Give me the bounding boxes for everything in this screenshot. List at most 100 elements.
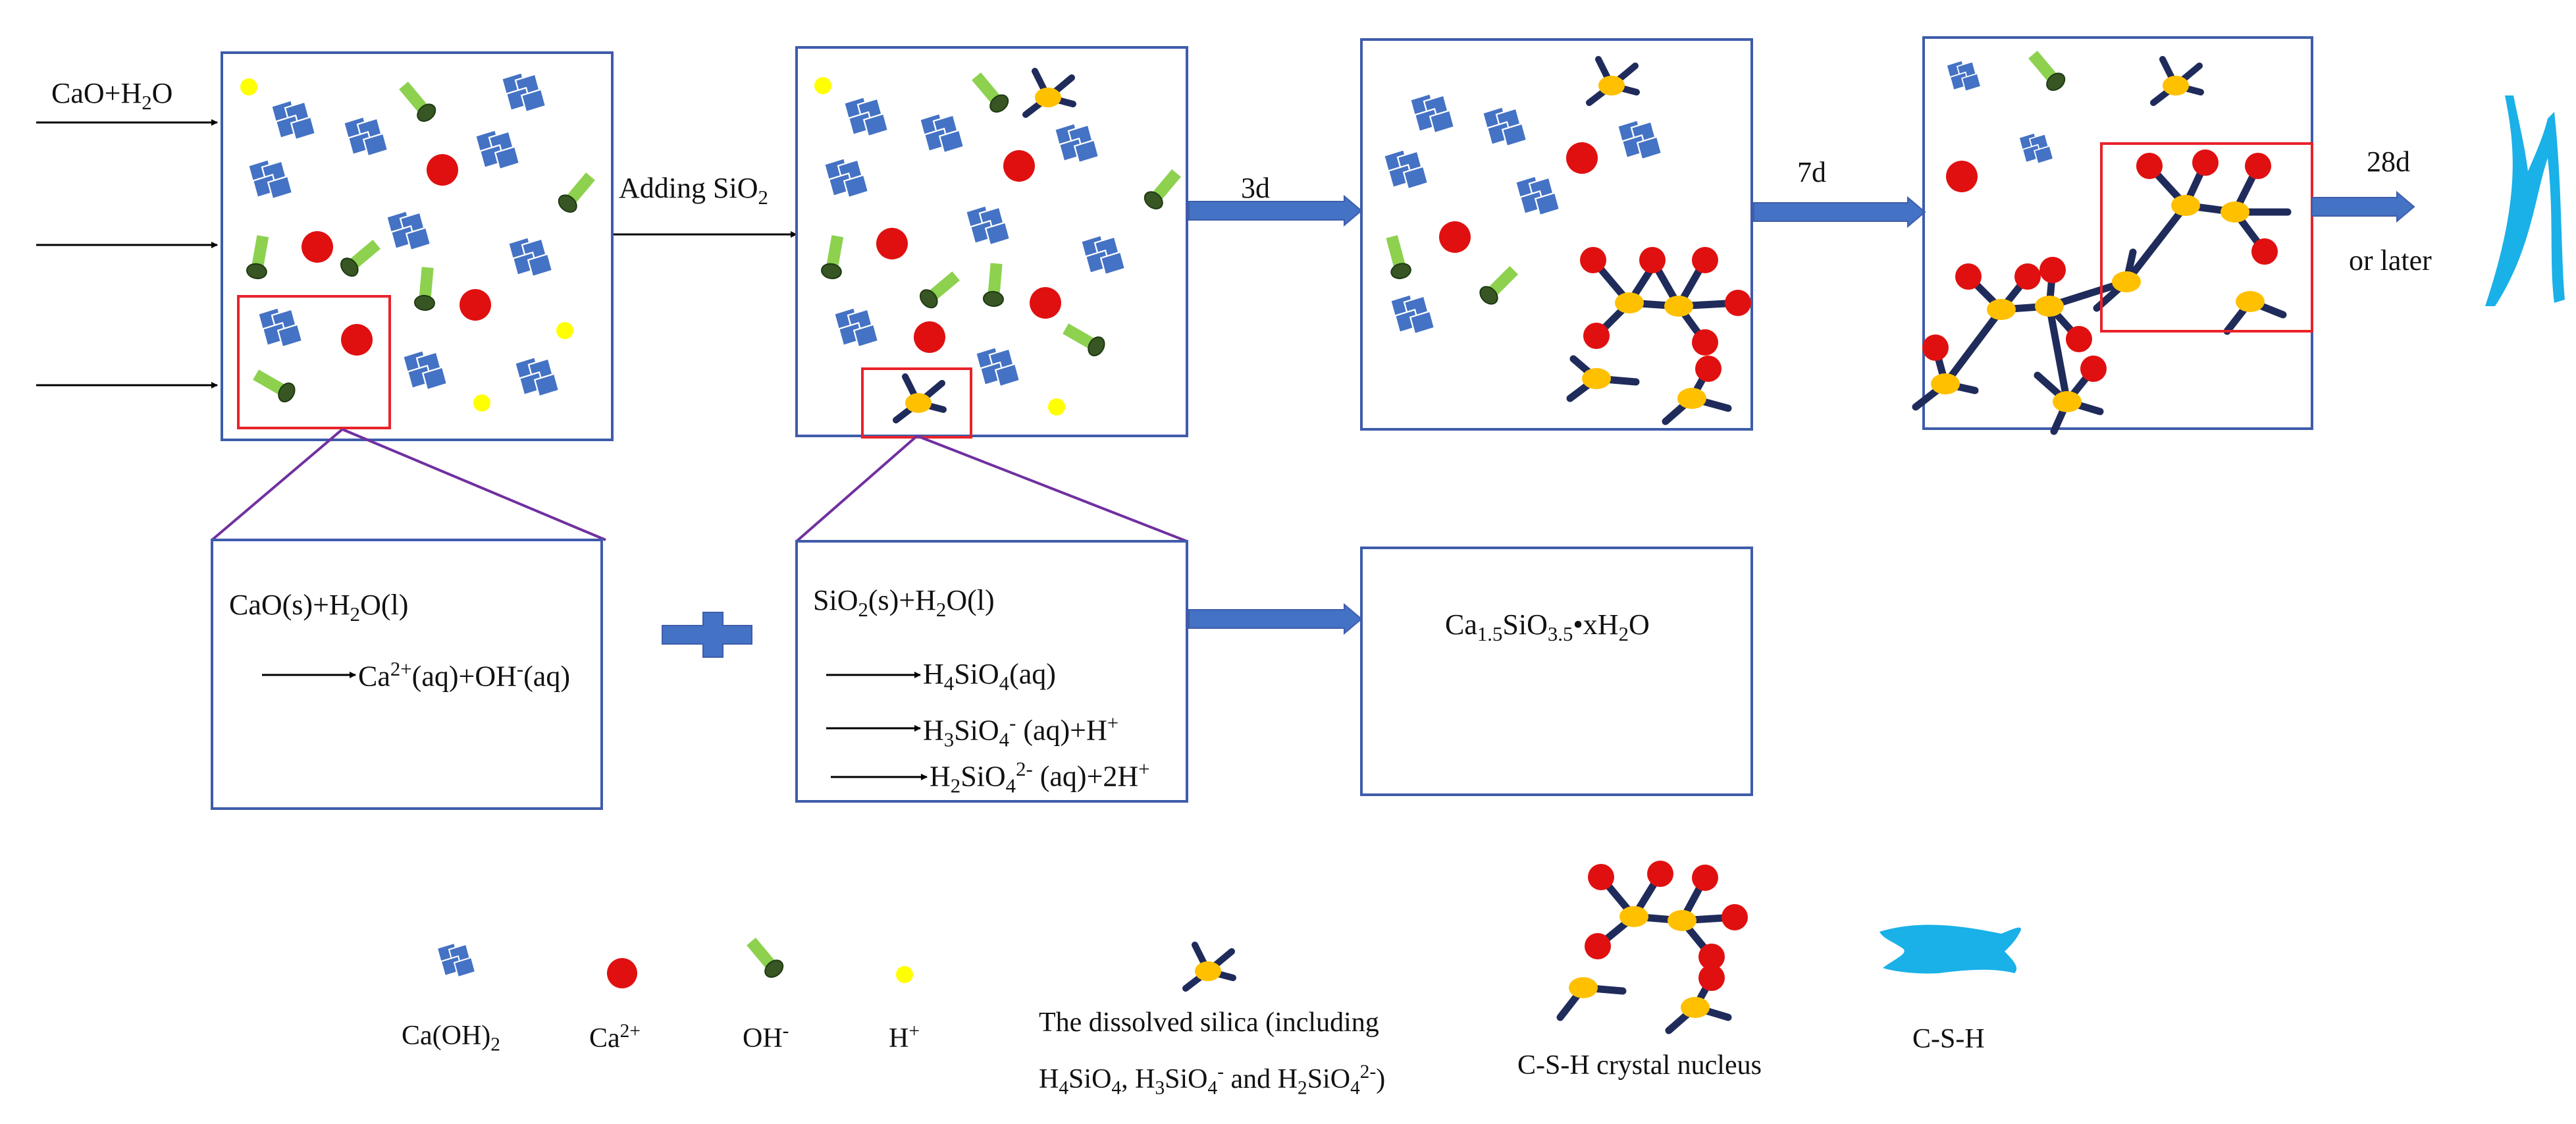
- legend-silica-line1: The dissolved silica (including: [1039, 1007, 1379, 1038]
- hydroxide-ion: [558, 173, 595, 213]
- calcium-ion: [460, 289, 491, 321]
- plus-icon: [662, 612, 752, 658]
- stage3-nucleus-center: [1677, 388, 1706, 409]
- stage3-nucleus-calcium: [1725, 290, 1751, 316]
- legend-silica-line2: H4SiO4, H3SiO4- and H2SiO42-): [1039, 1061, 1386, 1099]
- caoh2-cluster: [1482, 106, 1528, 147]
- hydroxide-ion: [253, 369, 296, 403]
- legend-silica-icon: [1186, 945, 1233, 988]
- silica-molecule: [1589, 59, 1637, 103]
- caoh2-cluster: [248, 159, 294, 200]
- calcium-ion: [1030, 287, 1061, 319]
- calcium-ion: [1439, 221, 1471, 253]
- hydroxide-ion: [1063, 323, 1105, 357]
- cao-reaction-line1: CaO(s)+H2O(l): [229, 589, 409, 626]
- step4-sublabel: or later: [2349, 244, 2432, 277]
- legend-calcium-icon: [607, 958, 637, 988]
- product-arrow: [1188, 602, 1363, 635]
- legend-h-label: H+: [889, 1021, 920, 1054]
- legend-csh-icon: [1879, 924, 2021, 974]
- stage4-nucleus-center: [2221, 201, 2249, 223]
- legend-nucleus-icon-calcium: [1692, 865, 1718, 891]
- caoh2-cluster: [501, 72, 547, 113]
- stage4-nucleus-bond: [1941, 306, 2005, 388]
- zoom-line: [211, 428, 344, 541]
- stage4-nucleus-center: [2053, 391, 2082, 412]
- legend-nucleus-icon-center: [1619, 906, 1648, 927]
- legend-hydroxide-icon: [747, 938, 784, 978]
- legend-caoh2-icon: [436, 942, 476, 978]
- stage4-nucleus-center: [2112, 271, 2141, 292]
- caoh2-cluster: [843, 96, 889, 138]
- stage1-zoom-highlight: [237, 295, 391, 429]
- stage4-nucleus-center: [1931, 373, 1960, 394]
- legend-ca-label: Ca2+: [589, 1021, 641, 1054]
- step4-arrow: [2311, 190, 2415, 223]
- stage3-nucleus-calcium: [1692, 247, 1718, 273]
- stage3-nucleus-center: [1615, 292, 1644, 313]
- stage4-nucleus-bond: [2122, 201, 2190, 286]
- legend-hydrogen-icon: [896, 966, 913, 983]
- caoh2-cluster: [386, 210, 432, 252]
- step2-label: 3d: [1241, 172, 1270, 204]
- product-box: [1360, 547, 1753, 796]
- caoh2-cluster: [508, 236, 554, 278]
- step3-arrow: [1753, 196, 1926, 228]
- step4-label: 28d: [2367, 146, 2410, 178]
- stage4-nucleus-calcium: [1922, 335, 1949, 361]
- stage4-nucleus-calcium: [2080, 356, 2107, 382]
- step3-label: 7d: [1797, 156, 1826, 188]
- calcium-ion: [1003, 150, 1035, 182]
- calcium-ion: [341, 324, 373, 356]
- hydroxide-ion: [399, 82, 436, 122]
- step2-arrow: [1188, 194, 1363, 227]
- calcium-ion: [1946, 161, 1978, 192]
- hydroxide-ion: [340, 240, 381, 277]
- hydroxide-ion: [1143, 169, 1181, 209]
- legend-oh-label: OH-: [743, 1021, 789, 1054]
- sio2-reaction-line2: H4SiO4(aq): [923, 658, 1056, 695]
- stage3-nucleus-calcium: [1583, 323, 1610, 349]
- calcium-ion: [914, 321, 945, 353]
- caoh2-cluster: [271, 99, 317, 141]
- calcium-ion: [1566, 142, 1598, 174]
- hydrogen-ion: [240, 78, 257, 95]
- stage4-nucleus-center: [1987, 299, 2016, 320]
- stage4-nucleus-calcium: [2192, 149, 2219, 176]
- input-label: CaO+H2O: [51, 77, 173, 114]
- stage3-nucleus-center: [1664, 296, 1693, 317]
- hydroxide-ion: [246, 235, 269, 279]
- legend-nucleus-icon-calcium: [1585, 933, 1611, 959]
- caoh2-cluster: [1390, 294, 1436, 335]
- stage4-nucleus-center: [2171, 195, 2200, 216]
- caoh2-cluster: [343, 116, 389, 157]
- stage4-nucleus-calcium: [2066, 326, 2092, 352]
- stage2-box: [795, 46, 1188, 437]
- legend-nucleus-icon-center: [1681, 997, 1710, 1018]
- hydroxide-ion: [920, 271, 960, 309]
- legend-nucleus-icon-calcium: [1698, 944, 1725, 970]
- caoh2-cluster: [919, 113, 965, 154]
- stage3-nucleus-calcium: [1692, 329, 1718, 356]
- calcium-ion: [876, 228, 908, 259]
- sio2-reaction-box: [795, 540, 1188, 803]
- caoh2-cluster: [824, 157, 870, 199]
- hydroxide-ion: [972, 72, 1009, 113]
- sio2-reaction-line3: H3SiO4- (aq)+H+: [923, 712, 1119, 751]
- legend-csh-label: C-S-H: [1912, 1024, 1985, 1054]
- hydroxide-ion: [1479, 265, 1519, 305]
- stage3-nucleus-calcium: [1639, 247, 1666, 273]
- stage3-nucleus-calcium: [1695, 356, 1722, 382]
- caoh2-cluster: [833, 307, 880, 348]
- hydroxide-ion: [413, 267, 435, 311]
- hydrogen-ion: [473, 394, 490, 412]
- caoh2-cluster: [1945, 59, 1982, 92]
- legend-nucleus-icon-calcium: [1588, 864, 1614, 890]
- legend-nucleus-icon-calcium: [1698, 965, 1725, 991]
- caoh2-cluster: [1617, 119, 1663, 161]
- stage4-nucleus-calcium: [2014, 263, 2041, 290]
- legend-nucleus-icon-calcium: [1647, 861, 1673, 887]
- calcium-ion: [427, 154, 458, 186]
- hydroxide-ion: [821, 235, 844, 279]
